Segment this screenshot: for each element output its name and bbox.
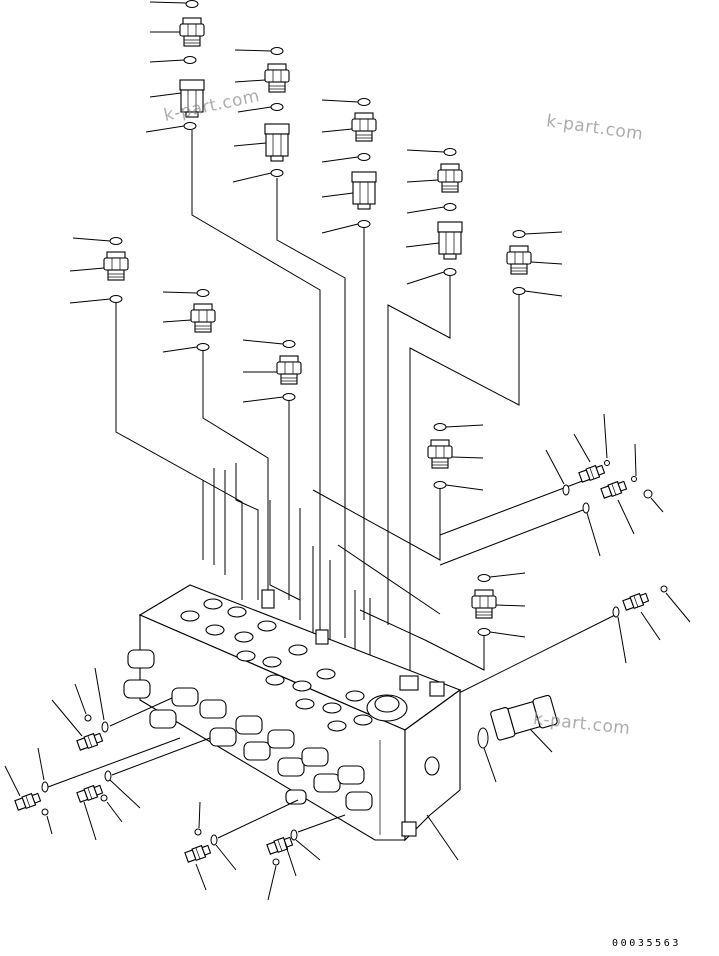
fitting-column-5 bbox=[506, 230, 563, 297]
fitting-column-3 bbox=[321, 98, 377, 234]
fitting-column-1 bbox=[145, 0, 205, 133]
side-fittings-left bbox=[4, 667, 346, 901]
side-fittings-right bbox=[426, 413, 691, 861]
fitting-column-2 bbox=[232, 47, 290, 183]
fitting-column-4 bbox=[405, 148, 463, 285]
fitting-left-1 bbox=[69, 237, 129, 304]
drawing-number: 00035563 bbox=[612, 938, 681, 949]
control-valve-body bbox=[123, 584, 462, 842]
fitting-mid-right bbox=[427, 423, 484, 491]
fitting-left-3 bbox=[242, 339, 302, 403]
fitting-left-2 bbox=[162, 289, 216, 353]
fitting-right-lower bbox=[471, 572, 526, 638]
pipe-routing-lines bbox=[115, 130, 616, 701]
